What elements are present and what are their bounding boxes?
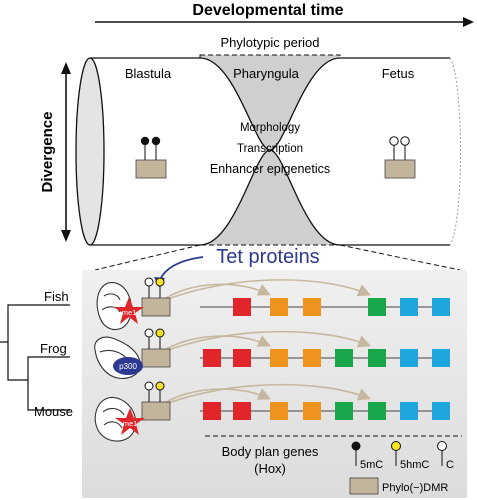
hox-gene	[270, 402, 288, 420]
regulation-arc	[159, 388, 271, 407]
legend-c-icon	[437, 441, 447, 451]
5hmc-lollipop	[155, 328, 165, 338]
5hmc-lollipop	[155, 277, 165, 287]
hox-gene	[432, 349, 450, 367]
regulation-arc	[159, 330, 371, 354]
fetus-enhancer	[384, 136, 416, 179]
legend-dmr-label: Phylo(−)DMR	[382, 482, 448, 494]
hox-gene	[303, 402, 321, 420]
tet-proteins-label: Tet proteins	[216, 246, 319, 268]
hourglass-left-cap	[75, 57, 105, 246]
5hmc-lollipop	[155, 381, 165, 391]
stage-fetus: Fetus	[382, 66, 415, 81]
mouse-row: me1	[115, 381, 450, 435]
regulation-arc	[159, 279, 371, 303]
tet-arrow	[159, 256, 204, 281]
legend-c-label: C	[446, 459, 454, 471]
hox-gene	[368, 298, 386, 316]
5mc-lollipop	[140, 136, 150, 146]
hox-gene	[400, 402, 418, 420]
hox-gene	[400, 298, 418, 316]
p300-label: p300	[119, 362, 137, 371]
frog-row: p300	[113, 328, 450, 375]
hox-gene	[203, 349, 221, 367]
species-label-mouse: Mouse	[34, 404, 73, 419]
zoom-line-right	[339, 244, 461, 271]
hox-gene	[368, 402, 386, 420]
hox-gene	[203, 402, 221, 420]
dmr-box	[135, 159, 167, 179]
hox-gene	[303, 298, 321, 316]
c-lollipop	[400, 136, 410, 146]
dmr-box	[141, 401, 171, 421]
hox-gene	[270, 298, 288, 316]
hox-gene	[233, 298, 251, 316]
species-label-fish: Fish	[44, 289, 69, 304]
legend-5hmc-label: 5hmC	[400, 459, 429, 471]
regulation-arc	[159, 335, 271, 354]
c-lollipop	[389, 136, 399, 146]
me1-label: me1	[122, 308, 137, 317]
stage-blastula: Blastula	[125, 66, 172, 81]
hourglass-right-cap	[449, 57, 461, 246]
label-transcription: Transcription	[237, 143, 303, 155]
hourglass-bottom-edge	[90, 149, 450, 246]
blastula-enhancer	[135, 136, 167, 179]
developmental-time-label: Developmental time	[192, 2, 343, 19]
fish-row: me1	[114, 277, 450, 324]
c-lollipop	[144, 277, 154, 287]
legend: 5mC 5hmC C Phylo(−)DMR	[349, 441, 454, 495]
label-morphology: Morphology	[240, 122, 300, 134]
divergence-arrow	[61, 62, 71, 242]
divergence-label: Divergence	[39, 112, 56, 193]
hox-gene	[432, 402, 450, 420]
hox-gene	[270, 349, 288, 367]
hox-gene	[432, 298, 450, 316]
hox-gene	[303, 349, 321, 367]
dmr-box	[141, 297, 171, 317]
body-plan-label: Body plan genes	[222, 444, 319, 459]
legend-5hmc-icon	[391, 441, 401, 451]
legend-5mc-icon	[351, 441, 361, 451]
5mc-lollipop	[151, 136, 161, 146]
species-label-frog: Frog	[40, 341, 67, 356]
hox-gene	[335, 402, 353, 420]
developmental-time-arrow	[95, 17, 474, 27]
hox-gene	[233, 349, 251, 367]
hox-gene	[233, 402, 251, 420]
dmr-box	[141, 348, 171, 368]
c-lollipop	[144, 381, 154, 391]
phylogenetic-tree	[0, 304, 70, 411]
legend-5mc-label: 5mC	[360, 459, 383, 471]
p300-oval	[113, 357, 143, 375]
regulation-arc	[159, 383, 371, 407]
me1-star	[114, 297, 144, 324]
legend-dmr-icon	[349, 477, 379, 495]
hox-gene	[400, 349, 418, 367]
hox-label: (Hox)	[254, 461, 286, 476]
phylotypic-period-label: Phylotypic period	[221, 35, 320, 50]
me1-star	[115, 408, 145, 435]
c-lollipop	[144, 328, 154, 338]
me1-label: me1	[123, 419, 138, 428]
hox-gene	[368, 349, 386, 367]
stage-pharyngula: Pharyngula	[233, 66, 300, 81]
hox-gene	[335, 349, 353, 367]
hourglass-tube	[90, 58, 450, 245]
label-enhancer-epigenetics: Enhancer epigenetics	[210, 162, 330, 176]
regulation-arc	[159, 283, 271, 303]
dmr-box	[384, 159, 416, 179]
zoom-line-left	[94, 244, 201, 271]
